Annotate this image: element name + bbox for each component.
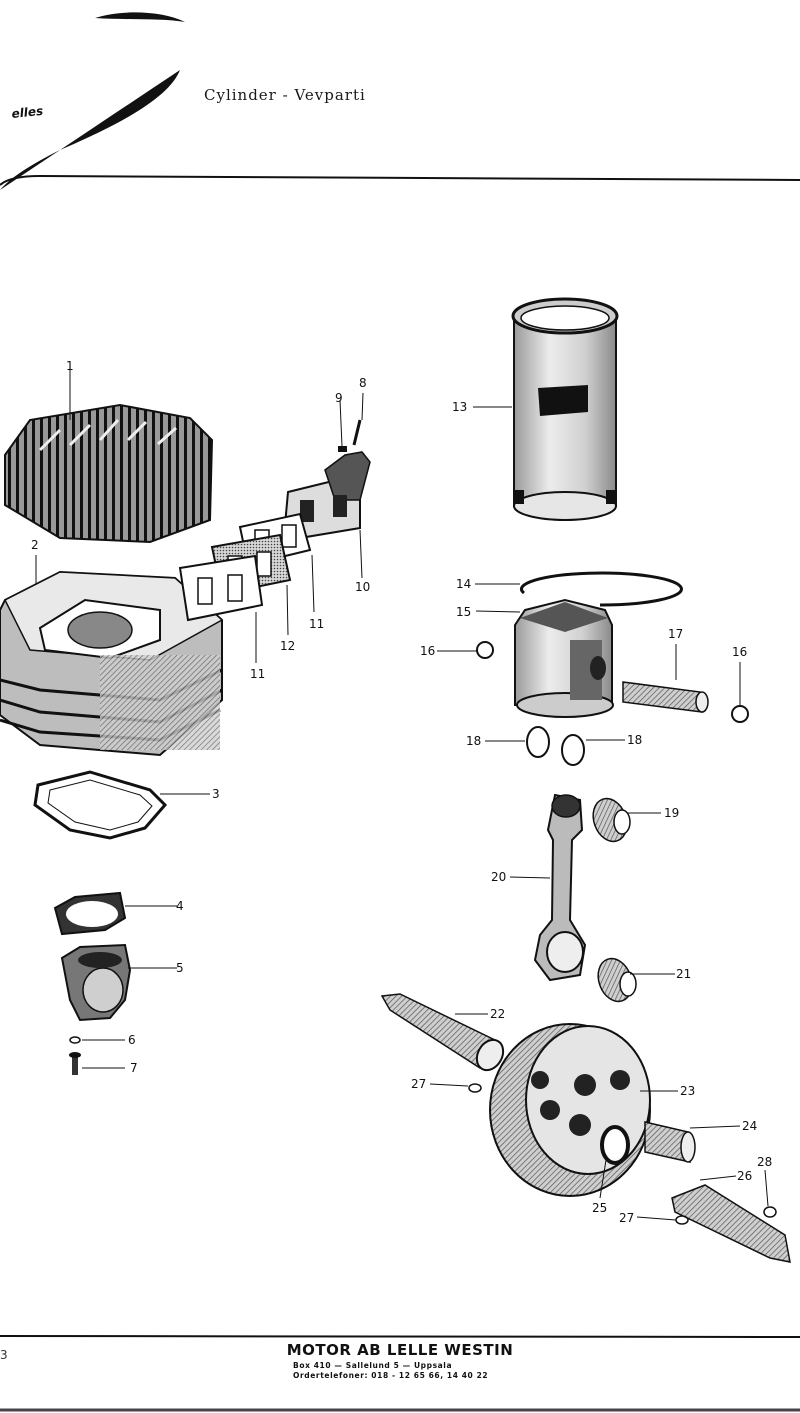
callout-1: 1 [66,359,74,373]
part-cylinder-head [4,403,214,544]
part-thrust-washers [526,726,585,766]
callout-11a: 11 [250,667,265,681]
callout-19: 19 [664,806,679,820]
callout-22: 22 [490,1007,505,1021]
page-number-fragment: 3 [0,1348,8,1362]
callout-16a: 16 [420,644,435,658]
part-cylinder-liner [511,297,619,521]
part-crankshaft-right [671,1184,791,1263]
part-cylinder-block [0,570,224,757]
part-crankshaft-left [380,993,505,1072]
part-piston [514,598,614,718]
part-piston-pin [622,681,709,713]
callout-26: 26 [737,1169,752,1183]
callout-21: 21 [676,967,691,981]
page-title: Cylinder - Vevparti [204,86,366,104]
callout-8: 8 [359,376,367,390]
part-needle-bearing-large [597,957,637,1003]
leader-lines [35,370,769,1221]
part-circlips [476,641,749,723]
logo-text: elles [11,104,44,121]
lelles-logo: elles [0,12,185,190]
part-washer-bolt [69,1036,81,1075]
part-transfer-gaskets [178,512,312,622]
header-divider [0,174,800,186]
part-intake-flange [60,943,132,1022]
callout-27a: 27 [411,1077,426,1091]
footer-divider [0,1335,800,1338]
part-stud-nut [338,419,362,452]
callout-16b: 16 [732,645,747,659]
callout-25: 25 [592,1201,607,1215]
company-name: MOTOR AB LELLE WESTIN [286,1341,514,1359]
callout-27b: 27 [619,1211,634,1225]
callout-9: 9 [335,391,343,405]
callout-4: 4 [176,899,184,913]
callout-28: 28 [757,1155,772,1169]
part-crank-pin [644,1121,696,1163]
callout-24: 24 [742,1119,757,1133]
callout-5: 5 [176,961,184,975]
company-phones: Ordertelefoner: 018 - 12 65 66, 14 40 22 [293,1371,489,1380]
callout-2: 2 [31,538,39,552]
part-bushing [600,1125,630,1165]
part-connecting-rod [533,793,587,982]
callout-10: 10 [355,580,370,594]
callout-23: 23 [680,1084,695,1098]
part-needle-bearing-small [592,797,631,843]
part-base-gasket [33,770,168,840]
callout-11b: 11 [309,617,324,631]
callout-20: 20 [491,870,506,884]
part-crank-flywheel [489,1023,651,1197]
callout-18a: 18 [466,734,481,748]
part-woodruff-keys [468,1083,777,1225]
part-piston-ring [519,571,683,607]
callout-numbers: 1 2 3 4 5 6 7 8 9 10 11 11 12 13 14 15 1… [31,359,772,1225]
callout-3: 3 [212,787,220,801]
callout-15: 15 [456,605,471,619]
callout-17: 17 [668,627,683,641]
part-flange-gasket [53,891,127,936]
company-address: Box 410 — Sallelund 5 — Uppsala [293,1361,453,1370]
callout-18b: 18 [627,733,642,747]
callout-6: 6 [128,1033,136,1047]
callout-13: 13 [452,400,467,414]
callout-7: 7 [130,1061,138,1075]
callout-14: 14 [456,577,471,591]
callout-12: 12 [280,639,295,653]
